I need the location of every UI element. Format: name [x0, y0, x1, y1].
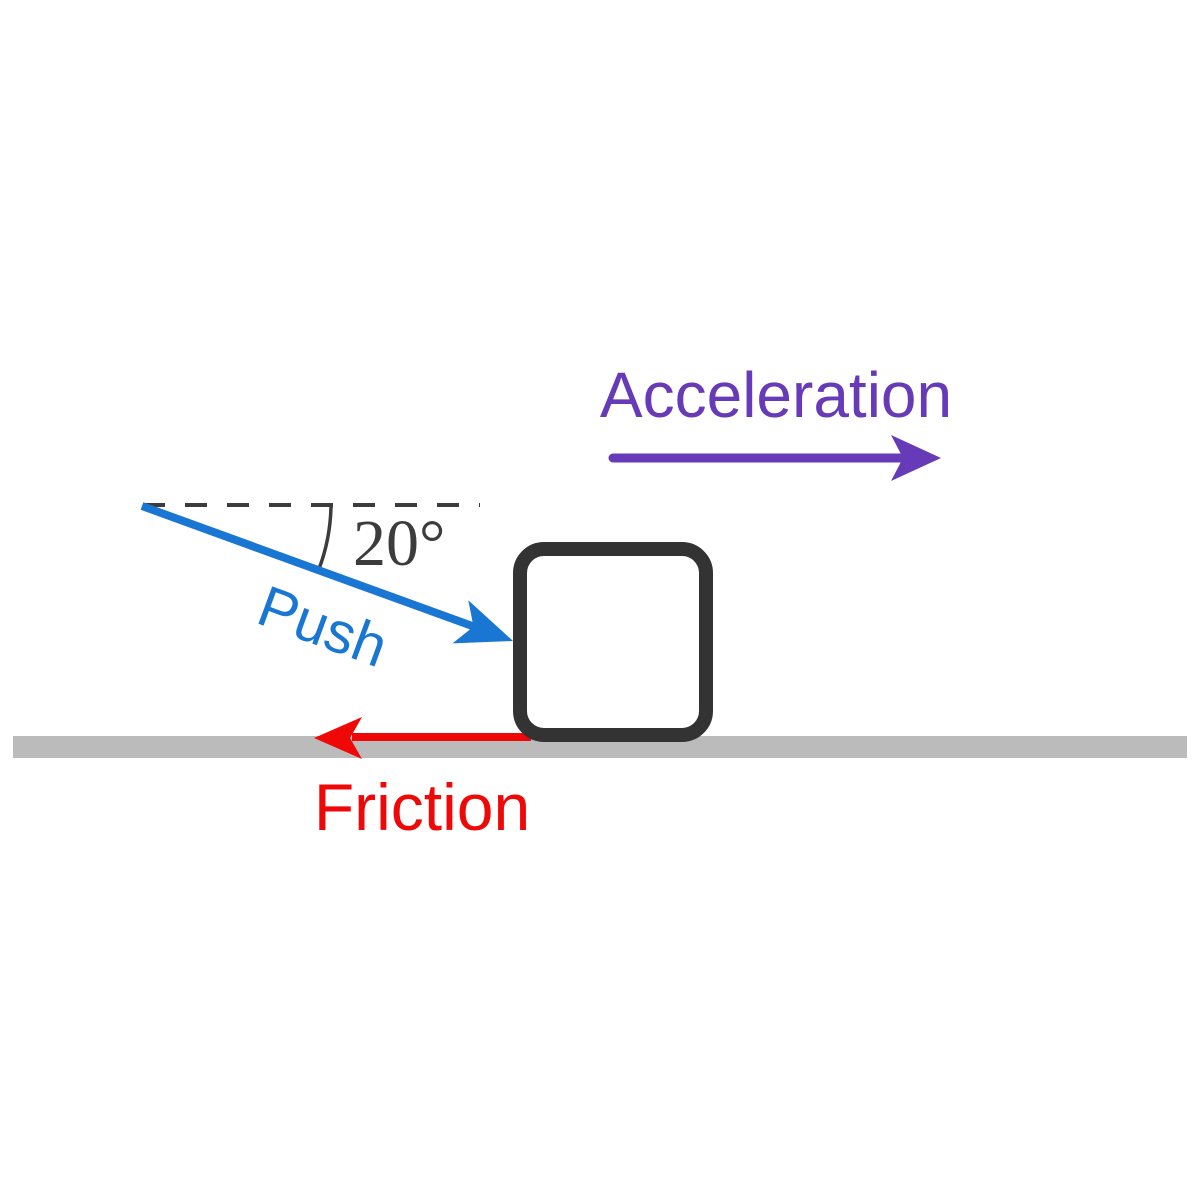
push-arrow-shaft: [140, 502, 477, 631]
ground-surface: [13, 736, 1187, 758]
friction-arrow-head-icon: [314, 717, 362, 759]
angle-arc: [317, 506, 333, 570]
angle-label: 20°: [353, 507, 445, 580]
acceleration-label: Acceleration: [600, 359, 952, 431]
friction-label: Friction: [314, 770, 530, 844]
acceleration-arrow-head-icon: [891, 435, 941, 481]
push-arrow-head-icon: [452, 600, 513, 644]
block: [513, 542, 713, 742]
